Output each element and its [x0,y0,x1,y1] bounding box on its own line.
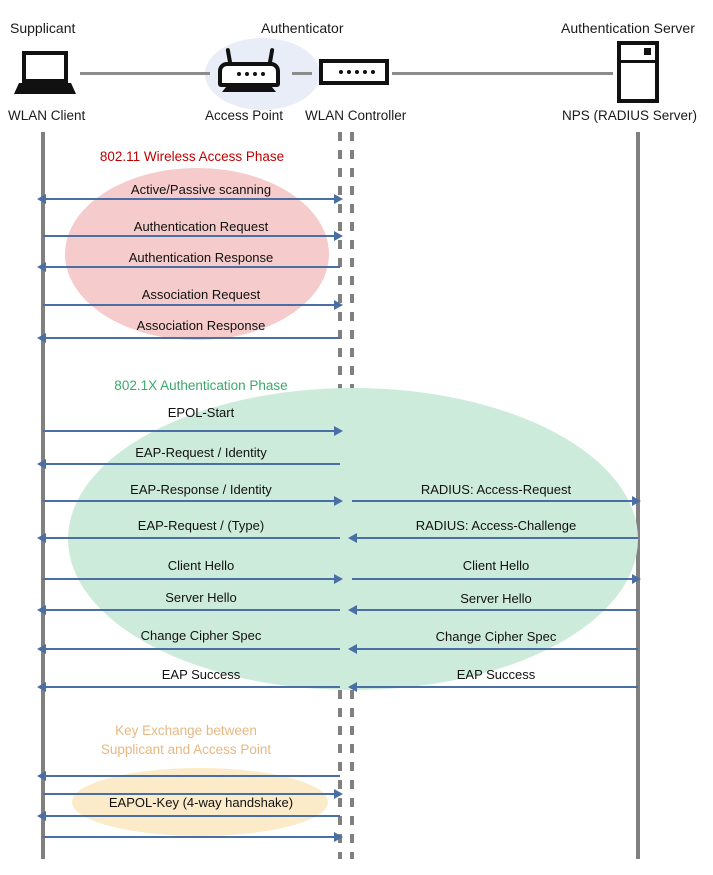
message-label-right-4: Change Cipher Spec [435,629,557,644]
message-arrow-left-5 [43,430,338,432]
message-arrow-left-11 [45,648,340,650]
arrowhead-left-12-end [37,682,46,692]
message-label-right-1: RADIUS: Access-Challenge [415,518,577,533]
lifeline-radius-server [636,132,640,859]
arrowhead-right-0-end [632,496,641,506]
server-icon [617,41,659,103]
message-label-left-14: EAPOL-Key (4-way handshake) [108,795,294,810]
actor-role-authentication-server: Authentication Server [561,20,695,36]
arrowhead-left-10-end [37,605,46,615]
actor-device-wlan-client: WLAN Client [8,108,86,123]
message-arrow-left-10 [45,609,340,611]
message-arrow-left-4 [45,337,340,339]
actor-device-nps-radius-server: NPS (RADIUS Server) [562,108,698,123]
wire-ap-to-controller [292,72,312,75]
message-label-right-3: Server Hello [460,591,532,606]
message-label-left-12: EAP Success [161,667,241,682]
arrowhead-left-3-end [334,300,343,310]
arrowhead-right-1-end [348,533,357,543]
message-label-left-11: Change Cipher Spec [140,628,262,643]
message-label-left-4: Association Response [136,318,266,333]
wire-controller-to-server [392,72,613,75]
arrowhead-left-0-end [334,194,343,204]
message-label-right-5: EAP Success [456,667,536,682]
arrowhead-left-13-end [37,771,46,781]
arrowhead-left-5-end [334,426,343,436]
message-label-left-9: Client Hello [167,558,235,573]
arrowhead-left-15-end [37,811,46,821]
message-label-left-3: Association Request [141,287,261,302]
wire-client-to-ap [80,72,210,75]
message-label-right-2: Client Hello [462,558,530,573]
wlan-controller-icon [319,59,389,85]
phase-title-80211: 802.11 Wireless Access Phase [99,149,285,164]
arrowhead-left-6-end [37,459,46,469]
message-label-left-1: Authentication Request [133,219,269,234]
message-arrow-right-2 [352,578,636,580]
message-arrow-right-5 [356,686,638,688]
actor-device-wlan-controller: WLAN Controller [305,108,407,123]
message-arrow-left-7 [43,500,338,502]
arrowhead-left-11-end [37,644,46,654]
arrowhead-left-9-end [334,574,343,584]
message-arrow-left-2 [45,266,340,268]
message-label-left-8: EAP-Request / (Type) [137,518,265,533]
message-label-left-6: EAP-Request / Identity [135,445,267,460]
arrowhead-right-4-end [348,644,357,654]
message-label-left-7: EAP-Response / Identity [130,482,272,497]
actor-role-authenticator: Authenticator [261,20,344,36]
arrowhead-right-3-end [348,605,357,615]
laptop-icon [14,51,76,94]
arrowhead-left-14-end [334,789,343,799]
message-arrow-left-9 [43,578,338,580]
phase-80211-blob [65,168,329,340]
message-arrow-right-4 [356,648,638,650]
message-arrow-right-1 [356,537,638,539]
message-arrow-left-0 [45,198,338,200]
message-arrow-right-3 [356,609,638,611]
message-arrow-left-6 [45,463,340,465]
message-arrow-left-8 [45,537,340,539]
message-label-left-5: EPOL-Start [167,405,235,420]
message-arrow-left-14 [43,793,338,795]
message-arrow-left-12 [45,686,340,688]
access-point-icon [218,47,280,94]
message-arrow-left-1 [43,235,338,237]
actor-device-access-point: Access Point [205,108,284,123]
phase-title-key-exchange: Key Exchange between Supplicant and Acce… [100,723,272,757]
phase-title-8021x: 802.1X Authentication Phase [114,378,288,393]
arrowhead-left-2-end [37,262,46,272]
actor-role-supplicant: Supplicant [10,20,76,36]
message-arrow-left-15 [45,815,340,817]
message-label-left-0: Active/Passive scanning [130,182,272,197]
message-arrow-left-3 [43,304,338,306]
message-label-left-2: Authentication Response [128,250,274,265]
arrowhead-left-1-end [334,231,343,241]
arrowhead-left-16-end [334,832,343,842]
arrowhead-right-5-end [348,682,357,692]
arrowhead-right-2-end [632,574,641,584]
arrowhead-left-8-end [37,533,46,543]
message-arrow-left-16 [43,836,338,838]
message-label-left-10: Server Hello [165,590,237,605]
phase-key-exchange-blob [72,768,328,836]
lifeline-supplicant [41,132,45,859]
message-arrow-left-13 [45,775,340,777]
message-label-right-0: RADIUS: Access-Request [420,482,572,497]
message-arrow-right-0 [352,500,636,502]
arrowhead-left-0-start [37,194,46,204]
arrowhead-left-4-end [37,333,46,343]
arrowhead-left-7-end [334,496,343,506]
